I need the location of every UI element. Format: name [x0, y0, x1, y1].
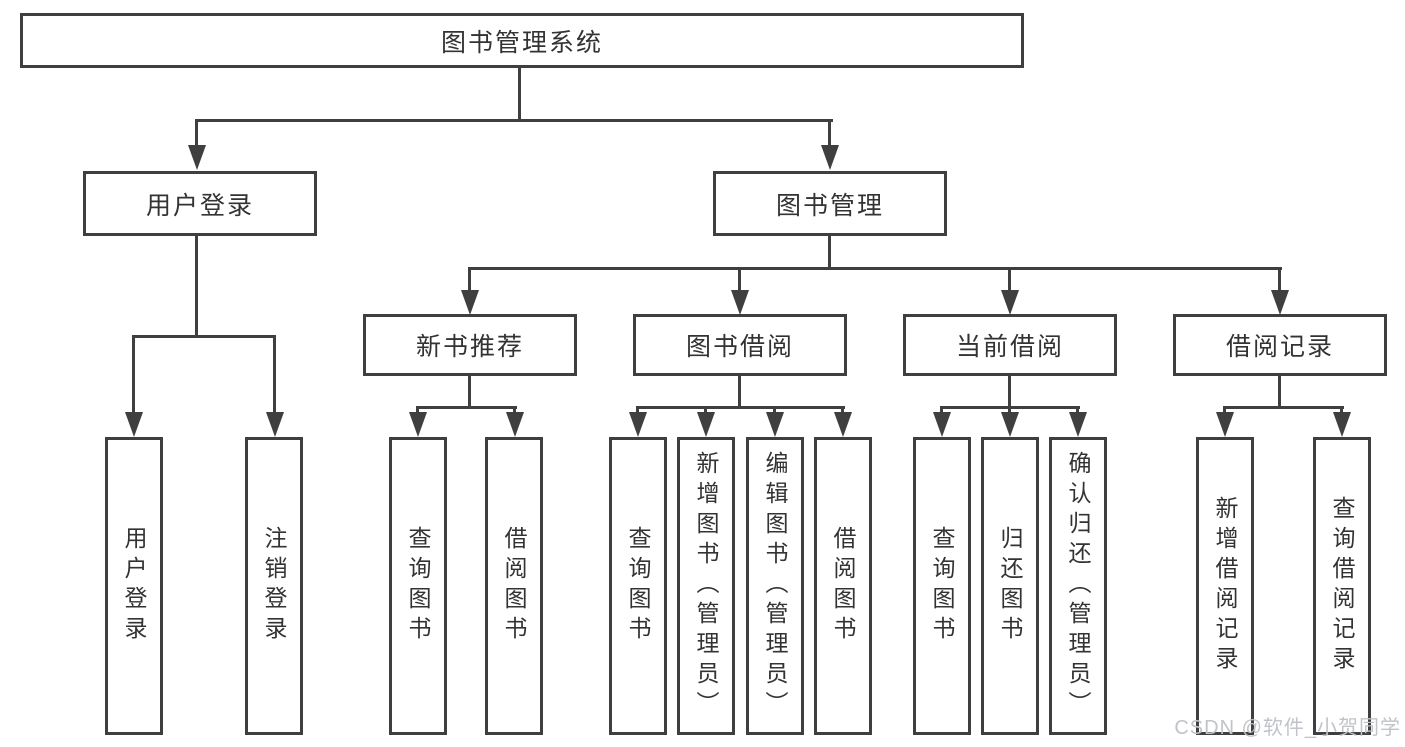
leaf-query-books-current: 查询图书 [913, 437, 971, 735]
connector-line [738, 374, 741, 409]
leaf-return-books: 归还图书 [981, 437, 1039, 735]
watermark: CSDN @软件_小贺同学 [1174, 717, 1401, 739]
arrow-down-icon [1333, 412, 1351, 437]
connector-line [704, 406, 707, 416]
connector-line [1278, 267, 1281, 293]
connector-line [1223, 406, 1344, 409]
arrow-down-icon [731, 290, 749, 315]
connector-line [132, 335, 135, 415]
connector-line [468, 267, 471, 293]
connector-line [518, 66, 521, 122]
connector-line [636, 406, 639, 416]
leaf-query-books-recommend: 查询图书 [389, 437, 447, 735]
arrow-down-icon [766, 412, 784, 437]
arrow-down-icon [188, 145, 206, 170]
connector-line [773, 406, 776, 416]
leaf-borrow-books-recommend: 借阅图书 [485, 437, 543, 735]
connector-line [828, 234, 831, 270]
connector-line [468, 267, 1282, 270]
connector-line [841, 406, 844, 416]
arrow-down-icon [506, 412, 524, 437]
connector-line [513, 406, 516, 416]
leaf-add-books-admin: 新增图书（管理员） [677, 437, 735, 735]
connector-line [1340, 406, 1343, 416]
connector-line [416, 406, 419, 416]
leaf-add-borrow-record: 新增借阅记录 [1196, 437, 1254, 735]
connector-line [273, 335, 276, 415]
arrow-down-icon [266, 412, 284, 437]
connector-line [195, 119, 198, 149]
arrow-down-icon [1001, 412, 1019, 437]
node-new-book-recommendation: 新书推荐 [363, 314, 577, 376]
leaf-query-books-borrowing: 查询图书 [609, 437, 667, 735]
connector-line [195, 234, 198, 338]
arrow-down-icon [461, 290, 479, 315]
node-book-borrowing: 图书借阅 [633, 314, 847, 376]
node-user-login: 用户登录 [83, 171, 317, 236]
connector-line [195, 119, 833, 122]
arrow-down-icon [1069, 412, 1087, 437]
connector-line [468, 374, 471, 409]
connector-line [1008, 267, 1011, 293]
connector-line [636, 406, 845, 409]
leaf-query-borrow-record: 查询借阅记录 [1313, 437, 1371, 735]
node-library-system: 图书管理系统 [20, 13, 1024, 68]
connector-line [1076, 406, 1079, 416]
node-borrowing-records: 借阅记录 [1173, 314, 1387, 376]
arrow-down-icon [125, 412, 143, 437]
connector-line [1278, 374, 1281, 409]
arrow-down-icon [933, 412, 951, 437]
connector-line [1223, 406, 1226, 416]
arrow-down-icon [409, 412, 427, 437]
connector-line [828, 119, 831, 149]
connector-line [1008, 374, 1011, 409]
arrow-down-icon [1216, 412, 1234, 437]
leaf-user-login: 用户登录 [105, 437, 163, 735]
leaf-borrow-books: 借阅图书 [814, 437, 872, 735]
arrow-down-icon [697, 412, 715, 437]
node-current-borrowing: 当前借阅 [903, 314, 1117, 376]
arrow-down-icon [629, 412, 647, 437]
leaf-edit-books-admin: 编辑图书（管理员） [746, 437, 804, 735]
arrow-down-icon [834, 412, 852, 437]
connector-line [738, 267, 741, 293]
connector-line [1008, 406, 1011, 416]
leaf-logout: 注销登录 [245, 437, 303, 735]
connector-line [416, 406, 517, 409]
connector-line [132, 335, 276, 338]
node-book-management: 图书管理 [713, 171, 947, 236]
connector-line [940, 406, 943, 416]
arrow-down-icon [1001, 290, 1019, 315]
leaf-confirm-return-admin: 确认归还（管理员） [1049, 437, 1107, 735]
arrow-down-icon [821, 145, 839, 170]
arrow-down-icon [1271, 290, 1289, 315]
